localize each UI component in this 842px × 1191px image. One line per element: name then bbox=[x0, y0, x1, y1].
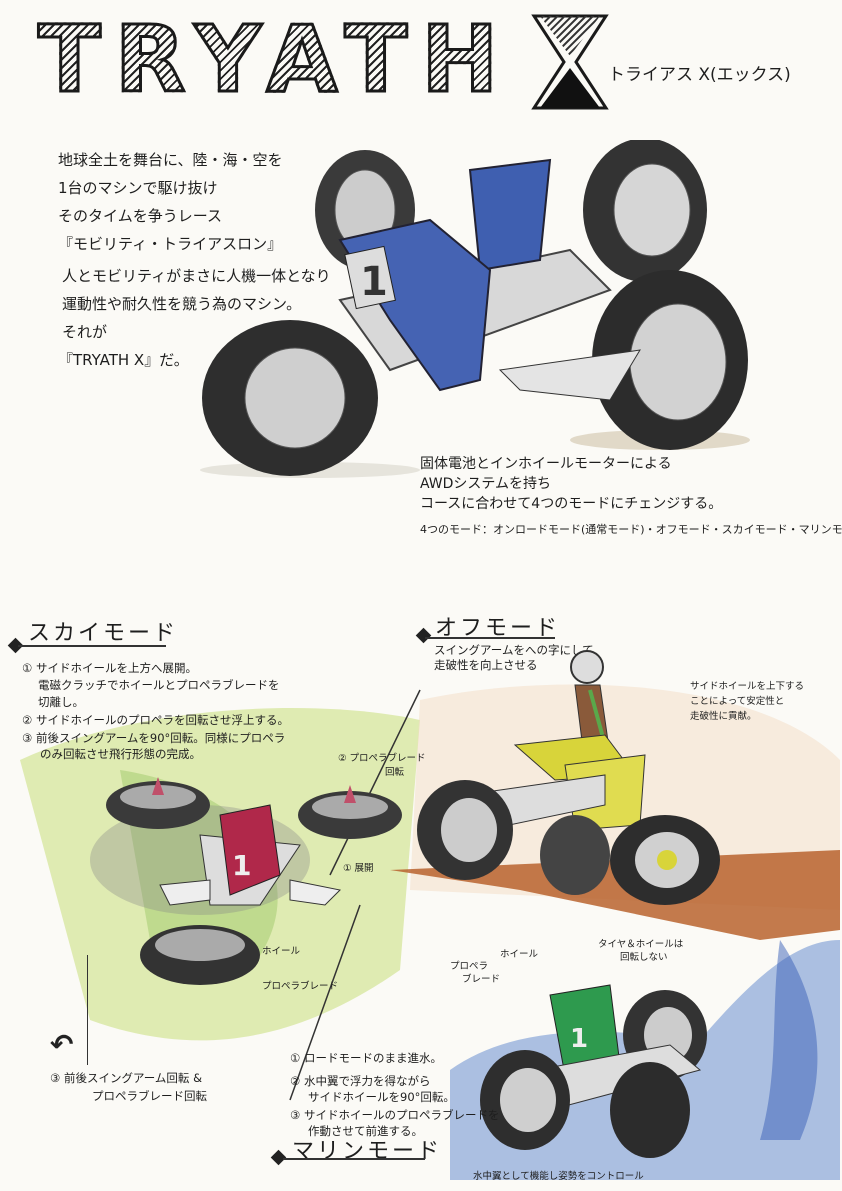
sky-step: 切離し。 bbox=[38, 695, 84, 709]
off-mode-description: 走破性を向上させる bbox=[434, 658, 538, 672]
label-wheel: ホイール bbox=[262, 946, 301, 957]
marine-step: 作動させて前進する。 bbox=[308, 1124, 423, 1138]
label-swing-arm: プロペラブレード回転 bbox=[92, 1089, 207, 1103]
sky-step: ① サイドホイールを上方へ展開。 bbox=[22, 661, 197, 675]
marine-step: ① ロードモードのまま進水。 bbox=[290, 1051, 442, 1065]
intro-line: それが bbox=[62, 323, 108, 341]
description-line: コースに合わせて4つのモードにチェンジする。 bbox=[420, 496, 723, 512]
intro-line: 運動性や耐久性を競う為のマシン。 bbox=[62, 295, 302, 313]
heading-underline bbox=[283, 1158, 425, 1160]
description-line: AWDシステムを持ち bbox=[420, 476, 552, 492]
leader-line bbox=[87, 955, 88, 1065]
subtitle: トライアス X(エックス) bbox=[608, 65, 791, 85]
svg-text:1: 1 bbox=[232, 849, 251, 882]
label-propeller: ブレード bbox=[462, 974, 501, 985]
intro-line: そのタイムを争うレース bbox=[58, 207, 222, 225]
label-propeller-rotation: 回転 bbox=[385, 767, 405, 778]
label-tire: タイヤ＆ホイールは bbox=[598, 939, 684, 950]
label-deploy: ① 展開 bbox=[343, 863, 374, 874]
label-propeller-rotation: ② プロペラブレード bbox=[338, 753, 426, 764]
off-mode-vehicle-illustration bbox=[417, 650, 720, 905]
sky-mode-heading: スカイモード bbox=[28, 621, 179, 646]
label-propeller-blade: プロペラブレード bbox=[262, 981, 339, 992]
marine-step: サイドホイールを90°回転。 bbox=[308, 1090, 455, 1104]
number-plate: 1 bbox=[360, 259, 388, 305]
rotate-arrow-icon: ↶ bbox=[50, 1028, 74, 1061]
label-swing-arm: ③ 前後スイングアーム回転 & bbox=[50, 1071, 203, 1085]
sky-mode-vehicle-illustration: 1 bbox=[106, 777, 402, 985]
intro-line: 『TRYATH X』だ。 bbox=[58, 351, 189, 369]
road-mode-vehicle-illustration: 1 bbox=[200, 140, 750, 478]
off-mode-heading: オフモード bbox=[435, 616, 561, 641]
heading-underline bbox=[18, 645, 166, 647]
modes-list: 4つのモード：オンロードモード(通常モード)・オフモード・スカイモード・マリンモ… bbox=[420, 523, 842, 536]
marine-mode-vehicle-illustration: 1 bbox=[480, 984, 707, 1158]
sky-step: 電磁クラッチでホイールとプロペラブレードを bbox=[38, 678, 280, 692]
description-line: 固体電池とインホイールモーターによる bbox=[420, 456, 672, 472]
off-side-note: ことによって安定性と bbox=[690, 696, 785, 707]
off-mode-description: スイングアームをへの字にして bbox=[434, 643, 594, 657]
intro-line: 『モビリティ・トライアスロン』 bbox=[58, 235, 283, 253]
sky-step: のみ回転させ飛行形態の完成。 bbox=[40, 747, 201, 761]
logo-x-mark bbox=[531, 14, 609, 110]
marine-mode-heading: マリンモード bbox=[292, 1139, 443, 1164]
intro-line: 1台のマシンで駆け抜け bbox=[58, 179, 218, 197]
logo-title: TRYATH bbox=[36, 6, 513, 113]
heading-underline bbox=[425, 637, 555, 639]
intro-line: 人とモビリティがまさに人機一体となり bbox=[62, 267, 331, 285]
marine-step: ② 水中翼で浮力を得ながら bbox=[290, 1074, 431, 1088]
off-side-note: サイドホイールを上下する bbox=[690, 681, 805, 692]
intro-line: 地球全土を舞台に、陸・海・空を bbox=[58, 151, 283, 169]
label-wheel: ホイール bbox=[500, 949, 539, 960]
label-propeller: プロペラ bbox=[450, 961, 489, 972]
off-side-note: 走破性に貢献。 bbox=[690, 711, 757, 722]
svg-text:1: 1 bbox=[570, 1024, 588, 1054]
sky-step: ② サイドホイールのプロペラを回転させ浮上する。 bbox=[22, 713, 289, 727]
label-hydrofoil: 水中翼として機能し姿勢をコントロール bbox=[473, 1171, 644, 1182]
label-tire: 回転しない bbox=[620, 952, 668, 963]
sky-step: ③ 前後スイングアームを90°回転。同様にプロペラ bbox=[22, 731, 286, 745]
marine-step: ③ サイドホイールのプロペラブレードを bbox=[290, 1108, 500, 1122]
